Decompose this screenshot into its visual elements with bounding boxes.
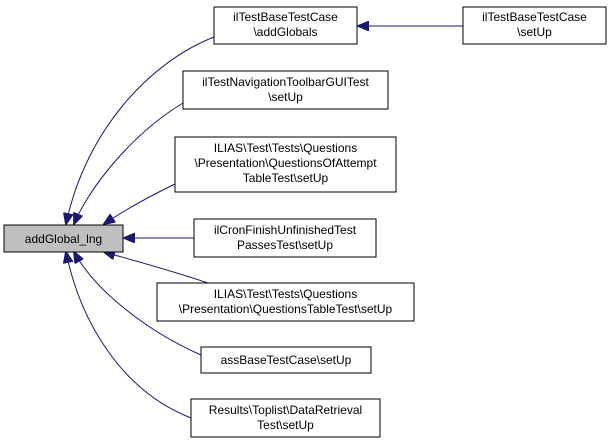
node-label: ilTestBaseTestCase — [482, 10, 587, 24]
node-label: ilCronFinishUnfinishedTest — [214, 223, 357, 237]
node-label: PassesTest\setUp — [237, 238, 333, 252]
edge-n6-root — [104, 252, 209, 284]
nodes: addGlobal_lng ilTestBaseTestCase \addGlo… — [3, 6, 607, 438]
edge-n4-root — [104, 183, 176, 224]
node-label: ilTestNavigationToolbarGUITest — [202, 75, 369, 89]
node-label: ilTestBaseTestCase — [233, 10, 338, 24]
node-iltestbasetestcase-addglobals[interactable]: ilTestBaseTestCase \addGlobals — [213, 6, 358, 45]
node-root[interactable]: addGlobal_lng — [3, 224, 124, 253]
node-label: \addGlobals — [253, 25, 317, 39]
node-iltestnavigationtoolbarguitest-setup[interactable]: ilTestNavigationToolbarGUITest \setUp — [182, 70, 389, 110]
edge-n3-root — [74, 102, 184, 224]
node-questionsofattempttabletest-setup[interactable]: ILIAS\Test\Tests\Questions \Presentation… — [174, 136, 397, 193]
node-label: Test\setUp — [257, 418, 314, 432]
node-label: Results\Toplist\DataRetrieval — [209, 403, 362, 417]
node-assbasetestcase-setup[interactable]: assBaseTestCase\setUp — [200, 346, 372, 374]
node-label: TableTest\setUp — [243, 171, 329, 185]
node-label: ILIAS\Test\Tests\Questions — [214, 141, 357, 155]
node-label: addGlobal_lng — [25, 232, 102, 246]
node-label: \setUp — [268, 90, 303, 104]
node-questionstabletest-setup[interactable]: ILIAS\Test\Tests\Questions \Presentation… — [156, 282, 415, 322]
node-dataretrievaltest-setup[interactable]: Results\Toplist\DataRetrieval Test\setUp — [190, 398, 381, 438]
node-ilcronfinishunfinishedtestpassestest-setup[interactable]: ilCronFinishUnfinishedTest PassesTest\se… — [193, 218, 377, 258]
node-label: ILIAS\Test\Tests\Questions — [214, 287, 357, 301]
node-label: \setUp — [517, 25, 552, 39]
edge-n8-root — [66, 252, 192, 419]
edge-n1-root — [66, 36, 215, 224]
node-label: \Presentation\QuestionsTableTest\setUp — [179, 302, 393, 316]
node-label: assBaseTestCase\setUp — [221, 353, 352, 367]
edges — [66, 26, 463, 419]
node-iltestbasetestcase-setup[interactable]: ilTestBaseTestCase \setUp — [462, 6, 607, 45]
node-label: \Presentation\QuestionsOfAttempt — [194, 156, 377, 170]
edge-n7-root — [74, 252, 202, 356]
